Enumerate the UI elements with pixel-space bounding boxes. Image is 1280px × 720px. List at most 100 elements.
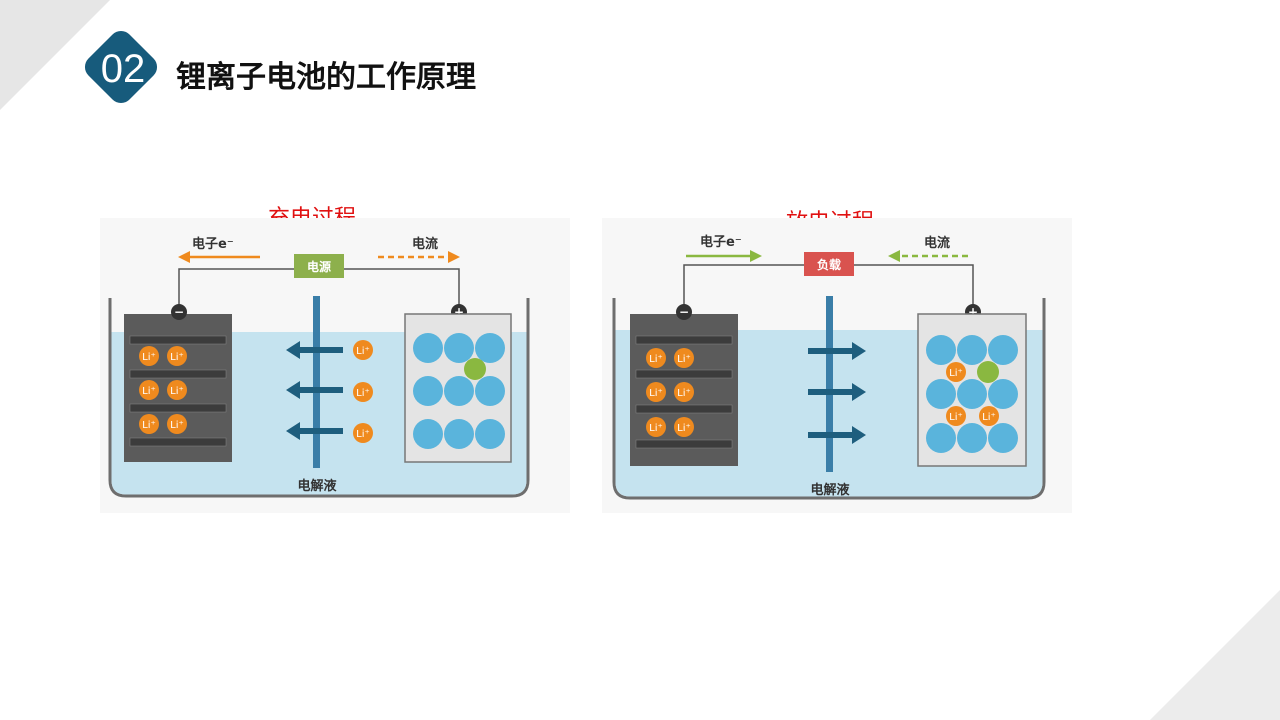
- lattice-ball: [988, 423, 1018, 453]
- li-ion-label: Li⁺: [949, 412, 963, 423]
- ion-flow-arrows: [808, 342, 866, 444]
- li-ion: [646, 417, 666, 437]
- li-ion: [353, 382, 373, 402]
- charge-diagram-svg: 电源 电子e⁻ 电流 Li⁺ Li⁺ Li⁺ Li⁺ Li⁺ Li⁺ − +: [108, 236, 530, 498]
- wire-left: [178, 268, 294, 310]
- metal-ion-ball: [464, 358, 486, 380]
- load-label: 负载: [817, 257, 841, 272]
- ion-flow-arrows: [286, 341, 343, 440]
- li-ion: [646, 348, 666, 368]
- electrolyte-container: [612, 298, 1046, 500]
- li-ion-label: Li⁺: [356, 388, 370, 399]
- li-ion: [167, 414, 187, 434]
- ion-flow-arrowhead: [286, 422, 300, 440]
- lattice-ball: [444, 376, 474, 406]
- li-ion: [139, 380, 159, 400]
- electron-flow-arrowhead: [750, 250, 762, 262]
- lattice-ball: [988, 335, 1018, 365]
- negative-sign: −: [174, 305, 184, 319]
- anode-layer: [129, 369, 227, 379]
- wire-left: [683, 264, 804, 308]
- section-number-badge: 02: [79, 25, 164, 110]
- migrating-li-ions: Li⁺ Li⁺ Li⁺: [353, 340, 373, 443]
- li-ion-label: Li⁺: [170, 352, 184, 363]
- li-ion-label: Li⁺: [356, 429, 370, 440]
- separator: [313, 296, 320, 468]
- metal-ion-ball: [977, 361, 999, 383]
- wire-right: [854, 264, 974, 308]
- anode-layer: [129, 403, 227, 413]
- li-ion: [167, 346, 187, 366]
- li-ion: [646, 382, 666, 402]
- ion-flow-arrowhead: [852, 383, 866, 401]
- lattice-ball: [475, 376, 505, 406]
- li-ion: [674, 348, 694, 368]
- section-number: 02: [100, 47, 146, 91]
- li-ion: [353, 423, 373, 443]
- electron-label: 电子e⁻: [192, 236, 234, 252]
- discharge-diagram: 负载 电子e⁻ 电流 Li⁺ Li⁺ Li⁺ Li⁺ Li⁺ Li⁺ − +: [602, 218, 1072, 513]
- li-ion: [167, 380, 187, 400]
- li-ion-label: Li⁺: [649, 354, 663, 365]
- current-flow-arrowhead: [888, 250, 900, 262]
- load-box: [804, 252, 854, 276]
- separator: [826, 296, 833, 472]
- anode-layer: [635, 439, 733, 449]
- anode-layer: [635, 404, 733, 414]
- current-flow-arrowhead: [448, 251, 460, 263]
- electrolyte-label: 电解液: [297, 478, 336, 494]
- slide-title: 锂离子电池的工作原理: [176, 60, 476, 95]
- li-ion: [946, 406, 966, 426]
- li-ion: [139, 414, 159, 434]
- anode-layer: [129, 335, 227, 345]
- electron-flow-arrowhead: [178, 251, 190, 263]
- anode-layer: [635, 335, 733, 345]
- ion-flow-arrowhead: [852, 342, 866, 360]
- anode-li-ions: Li⁺ Li⁺ Li⁺ Li⁺ Li⁺ Li⁺: [139, 346, 187, 434]
- lattice-ball: [413, 419, 443, 449]
- positive-sign: +: [454, 305, 464, 319]
- li-ion: [674, 382, 694, 402]
- li-ion-label: Li⁺: [170, 420, 184, 431]
- electrolyte-container: [108, 298, 530, 498]
- li-ion-label: Li⁺: [677, 354, 691, 365]
- corner-decoration-bottom-right: [1150, 590, 1280, 720]
- ion-flow-arrowhead: [286, 381, 300, 399]
- lattice-ball: [926, 335, 956, 365]
- negative-terminal: [676, 304, 692, 320]
- li-ion-label: Li⁺: [677, 388, 691, 399]
- cathode-lattice: [413, 333, 505, 449]
- electrolyte-label: 电解液: [810, 482, 849, 498]
- wire-right: [344, 268, 460, 310]
- lattice-ball: [957, 379, 987, 409]
- li-ion: [946, 362, 966, 382]
- li-ion: [139, 346, 159, 366]
- lattice-ball: [475, 333, 505, 363]
- li-ion-label: Li⁺: [649, 388, 663, 399]
- li-ion-label: Li⁺: [982, 412, 996, 423]
- intercalated-li-ions: Li⁺ Li⁺ Li⁺: [946, 362, 999, 426]
- negative-terminal: [171, 304, 187, 320]
- current-label: 电流: [924, 235, 950, 251]
- ion-flow-arrowhead: [286, 341, 300, 359]
- li-ion: [674, 417, 694, 437]
- lattice-ball: [988, 379, 1018, 409]
- discharge-diagram-svg: 负载 电子e⁻ 电流 Li⁺ Li⁺ Li⁺ Li⁺ Li⁺ Li⁺ − +: [612, 234, 1046, 500]
- anode-layer: [635, 369, 733, 379]
- lattice-ball: [926, 379, 956, 409]
- lattice-ball: [475, 419, 505, 449]
- power-source-box: [294, 254, 344, 278]
- lattice-ball: [444, 333, 474, 363]
- anode-layer: [129, 437, 227, 447]
- lattice-ball: [957, 335, 987, 365]
- li-ion: [979, 406, 999, 426]
- positive-sign: +: [968, 305, 978, 319]
- li-ion-label: Li⁺: [677, 423, 691, 434]
- li-ion-label: Li⁺: [142, 420, 156, 431]
- li-ion: [353, 340, 373, 360]
- li-ion-label: Li⁺: [649, 423, 663, 434]
- power-source-label: 电源: [307, 259, 331, 274]
- lattice-ball: [413, 376, 443, 406]
- lattice-ball: [957, 423, 987, 453]
- li-ion-label: Li⁺: [949, 368, 963, 379]
